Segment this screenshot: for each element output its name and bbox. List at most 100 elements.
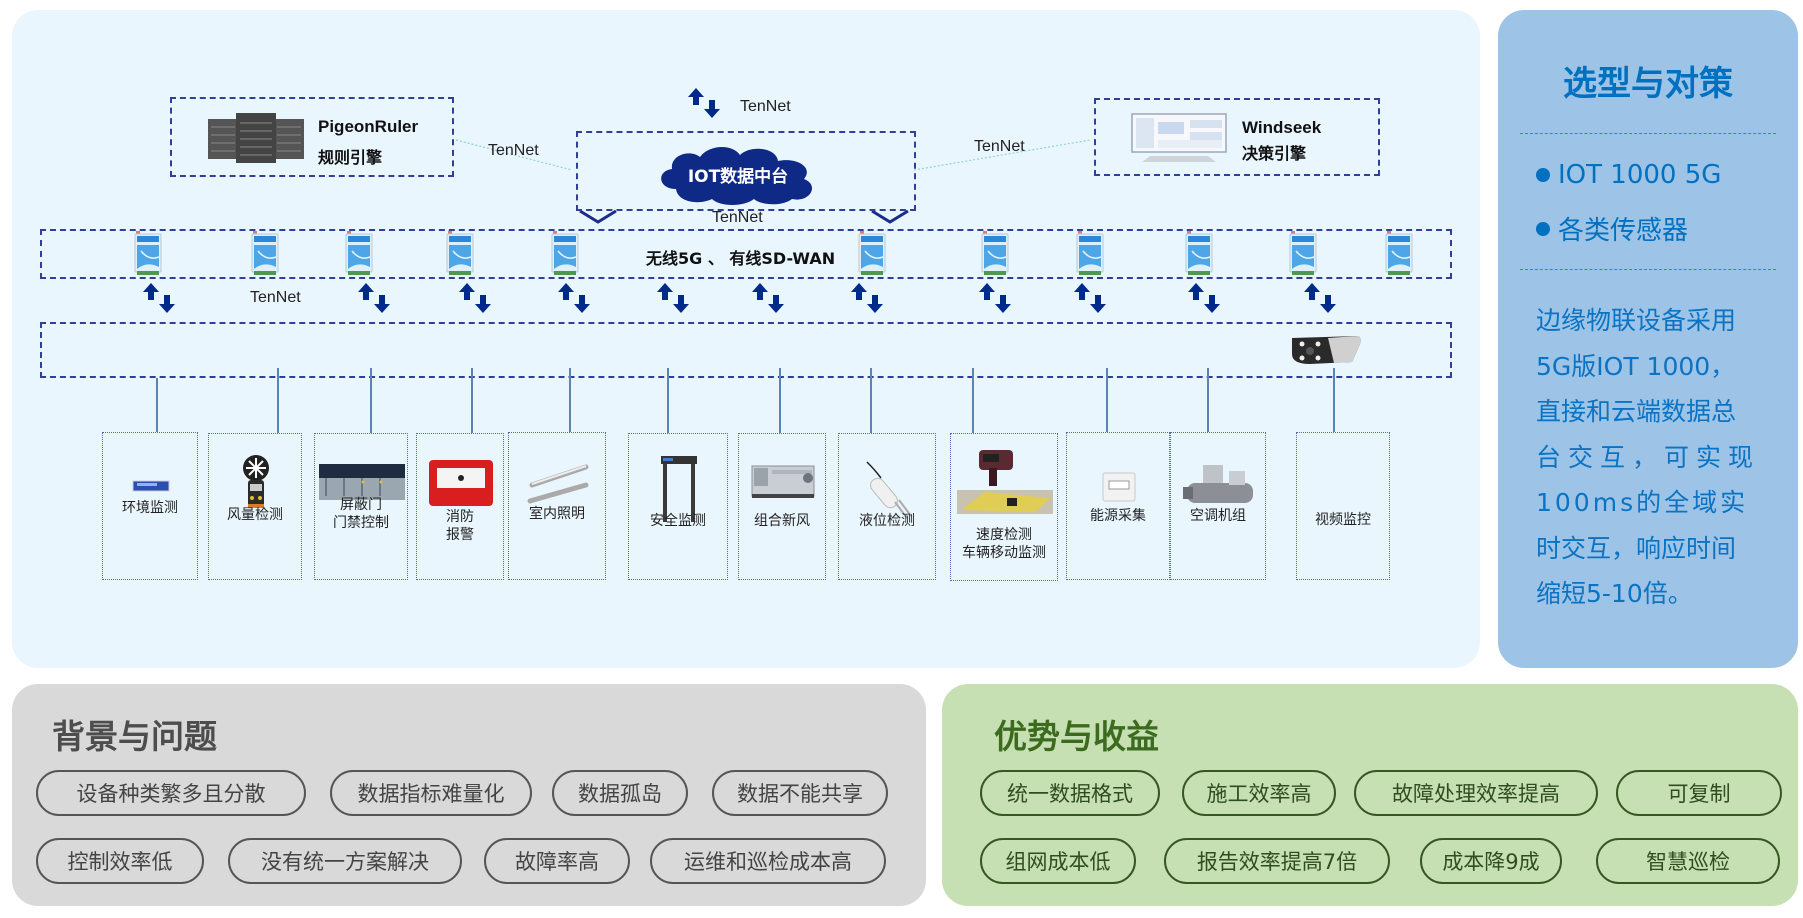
background-tag: 故障率高 xyxy=(484,838,630,884)
device-card[interactable]: 屏蔽门 门禁控制 xyxy=(314,433,408,580)
tennet-label: TenNet xyxy=(740,98,791,115)
description-line: 直接和云端数据总 xyxy=(1536,397,1737,426)
device-card[interactable]: 环境监测 xyxy=(102,432,198,580)
connector-line xyxy=(779,368,781,433)
device-card[interactable]: 组合新风 xyxy=(738,433,826,580)
device-label: 安全监测 xyxy=(650,513,706,529)
benefits-tag: 智慧巡检 xyxy=(1596,838,1780,884)
device-card[interactable]: 风量检测 xyxy=(208,433,302,580)
device-label: 室内照明 xyxy=(529,506,585,522)
bidirectional-arrows-icon xyxy=(979,283,1011,313)
bullet-camera-icon xyxy=(1292,336,1361,364)
bidirectional-arrows-icon xyxy=(358,283,390,313)
description-line: 100ms的全域实 xyxy=(1536,488,1749,517)
connector-line xyxy=(870,368,872,433)
tennet-label: TenNet xyxy=(712,209,763,226)
iot-gateway-icon xyxy=(1076,231,1104,275)
iot-gateway-icon xyxy=(446,231,474,275)
connector-lines xyxy=(455,139,1091,224)
device-card[interactable]: 安全监测 xyxy=(628,433,728,580)
connector-line xyxy=(1207,368,1209,432)
monitor-dashboard-icon xyxy=(1131,113,1227,162)
iot-gateway-icon xyxy=(551,231,579,275)
connector-line xyxy=(569,368,571,432)
device-label: 空调机组 xyxy=(1190,508,1246,524)
benefits-tag: 成本降9成 xyxy=(1420,838,1562,884)
device-label: 风量检测 xyxy=(227,507,283,523)
connector-line xyxy=(667,368,669,433)
benefits-tag: 施工效率高 xyxy=(1182,770,1336,816)
device-card[interactable]: 能源采集 xyxy=(1066,432,1170,580)
environment-sensor-icon xyxy=(132,480,170,492)
bidirectional-arrows-icon xyxy=(1188,283,1220,313)
iot-gateway-icon xyxy=(1385,231,1413,275)
benefits-panel: 优势与收益 统一数据格式施工效率高故障处理效率提高可复制组网成本低报告效率提高7… xyxy=(942,684,1798,906)
iot-gateway-icon xyxy=(1185,231,1213,275)
connector-line xyxy=(972,368,974,433)
security-gate-icon xyxy=(661,456,697,522)
background-tag: 数据孤岛 xyxy=(552,770,688,816)
iot-gateway-icon xyxy=(858,231,886,275)
device-label: 速度检测 车辆移动监测 xyxy=(962,527,1046,561)
bidirectional-arrows-icon xyxy=(1074,283,1106,313)
benefits-tag: 故障处理效率提高 xyxy=(1354,770,1598,816)
background-tag: 数据不能共享 xyxy=(712,770,888,816)
bidirectional-arrows-icon xyxy=(143,283,175,313)
description-line: 缩短5-10倍。 xyxy=(1536,579,1693,608)
bidirectional-arrows-icon xyxy=(752,283,784,313)
device-card[interactable]: 空调机组 xyxy=(1170,432,1266,580)
divider xyxy=(1520,133,1776,134)
architecture-diagram-panel: PigeonRuler 规则引擎 TenNet TenNet IOT数据中台 T… xyxy=(12,10,1480,668)
strategy-bullet: 各类传感器 xyxy=(1536,210,1688,247)
rule-engine-box[interactable]: PigeonRuler 规则引擎 xyxy=(170,97,454,177)
speed-radar-icon xyxy=(957,450,1053,514)
device-card[interactable]: 液位检测 xyxy=(838,433,936,580)
network-layer-label: 无线5G 、 有线SD-WAN xyxy=(646,249,836,268)
device-card[interactable]: 速度检测 车辆移动监测 xyxy=(950,433,1058,581)
iot-gateway-icon xyxy=(1289,231,1317,275)
iot-gateway-icon xyxy=(134,231,162,275)
cloud-icon: IOT数据中台 xyxy=(661,146,813,205)
connector-line xyxy=(1106,368,1108,432)
benefits-title: 优势与收益 xyxy=(994,717,1159,756)
background-tag: 数据指标难量化 xyxy=(330,770,532,816)
device-label: 消防 报警 xyxy=(446,509,474,543)
server-rack-icon xyxy=(208,113,304,163)
chiller-icon xyxy=(1183,465,1253,503)
bidirectional-arrows-icon xyxy=(688,88,720,118)
bidirectional-arrows-icon xyxy=(851,283,883,313)
divider xyxy=(1520,269,1776,270)
benefits-tag: 可复制 xyxy=(1616,770,1782,816)
connector-line xyxy=(370,368,372,433)
strategy-description: 边缘物联设备采用 5G版IOT 1000， 直接和云端数据总 台交互，可实现 1… xyxy=(1536,298,1766,617)
decision-engine-box[interactable]: Windseek 决策引擎 xyxy=(1094,98,1380,176)
benefits-tag: 组网成本低 xyxy=(980,838,1136,884)
device-card[interactable]: 室内照明 xyxy=(508,432,606,580)
data-platform-box[interactable]: IOT数据中台 xyxy=(576,131,916,211)
bidirectional-arrows-icon xyxy=(459,283,491,313)
background-problems-panel: 背景与问题 设备种类繁多且分散数据指标难量化数据孤岛数据不能共享控制效率低没有统… xyxy=(12,684,926,906)
device-card[interactable]: 视频监控 xyxy=(1296,432,1390,580)
device-label: 环境监测 xyxy=(122,500,178,516)
strategy-panel: 选型与对策 IOT 1000 5G 各类传感器 边缘物联设备采用 5G版IOT … xyxy=(1498,10,1798,668)
bullet-text: 各类传感器 xyxy=(1558,216,1689,246)
rule-engine-name: PigeonRuler xyxy=(318,117,419,136)
iot-gateway-icon xyxy=(345,231,373,275)
connector-line xyxy=(277,368,279,433)
device-card[interactable]: 消防 报警 xyxy=(416,433,504,580)
anemometer-icon xyxy=(243,455,269,508)
benefits-tag: 报告效率提高7倍 xyxy=(1164,838,1390,884)
bidirectional-arrows-icon xyxy=(558,283,590,313)
background-tag: 设备种类繁多且分散 xyxy=(36,770,306,816)
chevron-down-icon xyxy=(579,209,617,224)
background-tag: 控制效率低 xyxy=(36,838,204,884)
iot-gateway-icon xyxy=(981,231,1009,275)
connector-line xyxy=(156,378,158,432)
device-bus-box xyxy=(40,322,1452,378)
iot-gateway-icon xyxy=(251,231,279,275)
device-label: 视频监控 xyxy=(1315,512,1371,528)
air-handler-icon xyxy=(751,465,815,498)
decision-engine-subtitle: 决策引擎 xyxy=(1242,144,1307,163)
rule-engine-subtitle: 规则引擎 xyxy=(318,148,383,167)
chevron-down-icon xyxy=(871,209,909,224)
